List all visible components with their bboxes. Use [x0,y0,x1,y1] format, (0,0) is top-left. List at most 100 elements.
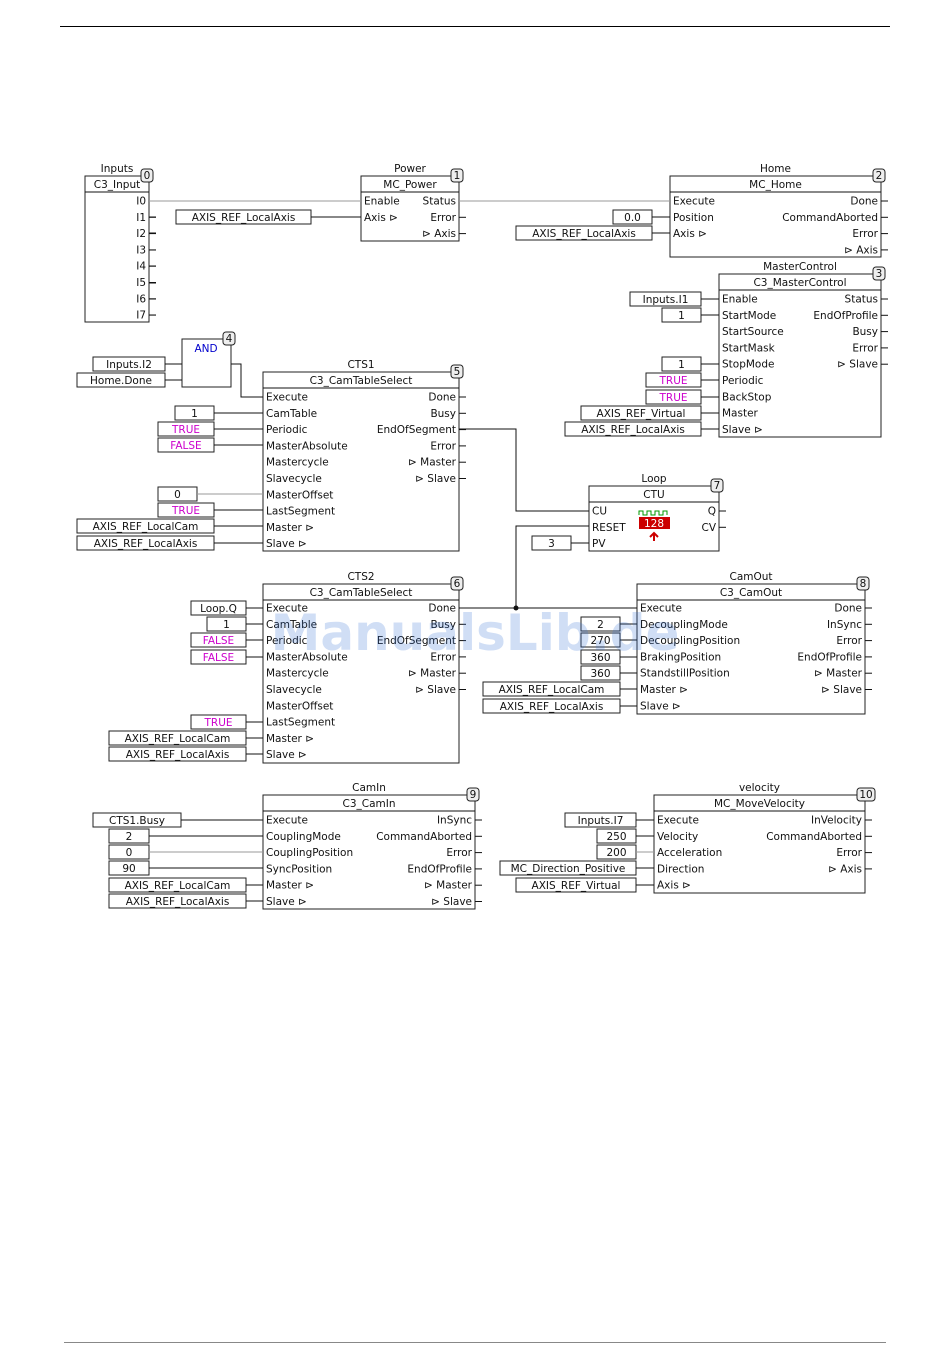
output-pin-label: InSync [827,619,862,631]
variable-name: Loop.Q [200,603,237,615]
variable-name: 1 [223,619,230,631]
variable-box[interactable]: 1 [661,356,719,372]
output-pin-label: Error [446,847,472,859]
input-pin-label: Slavecycle [266,473,322,485]
counter-value-box [639,517,670,529]
function-block-c3_mastercontrol[interactable]: MasterControlC3_MasterControl3EnableStar… [718,261,888,438]
variable-box[interactable]: 1 [661,307,719,323]
variable-box[interactable]: AXIS_REF_LocalAxis [108,893,263,909]
variable-box[interactable]: AXIS_REF_LocalAxis [108,746,263,762]
junction-dot [513,605,519,611]
variable-box[interactable]: 3 [531,535,589,551]
variable-box[interactable]: AXIS_REF_LocalAxis [175,209,361,225]
block-instance-name: CamOut [729,571,772,583]
variable-box[interactable]: 2 [108,828,263,844]
variable-box[interactable]: 360 [580,649,637,665]
block-type-name: MC_MoveVelocity [714,798,805,810]
variable-box[interactable]: 0 [157,486,263,502]
bottom-rule [64,1342,886,1343]
boolean-literal: FALSE [203,652,234,664]
boolean-literal: TRUE [171,424,200,436]
variable-box[interactable]: AXIS_REF_Virtual [580,405,719,421]
function-block-c3_camin[interactable]: CamInC3_CamIn9ExecuteCouplingModeCouplin… [262,782,482,910]
block-instance-name: CTS2 [347,571,374,583]
output-pin-label: I7 [136,310,146,322]
variable-box[interactable]: Inputs.I7 [564,812,654,828]
variable-box[interactable]: TRUE [157,502,263,518]
input-pin-label: Periodic [266,635,308,647]
variable-box[interactable]: 1 [206,616,263,632]
function-block-c3_camtableselect[interactable]: CTS1C3_CamTableSelect5ExecuteCamTablePer… [262,359,466,552]
variable-box[interactable]: TRUE [157,421,263,437]
block-frame [718,273,882,438]
output-pin-label: Error [430,212,456,224]
variable-box[interactable]: AXIS_REF_LocalAxis [515,225,670,241]
variable-box[interactable]: Inputs.I1 [629,291,719,307]
variable-box[interactable]: AXIS_REF_LocalAxis [564,421,719,437]
function-block-mc_movevelocity[interactable]: velocityMC_MoveVelocity10ExecuteVelocity… [653,782,876,894]
variable-box[interactable]: MC_Direction_Positive [499,860,654,876]
variable-box[interactable]: AXIS_REF_LocalAxis [76,535,263,551]
variable-box[interactable]: AXIS_REF_LocalAxis [482,698,637,714]
pulse-wave-icon [638,510,668,516]
output-pin-label: Done [428,392,456,404]
variable-box[interactable]: AXIS_REF_LocalCam [76,518,263,534]
variable-box[interactable]: 360 [580,665,637,681]
variable-box[interactable]: AXIS_REF_Virtual [515,877,654,893]
variable-box[interactable]: 0.0 [612,209,670,225]
variable-box[interactable]: AXIS_REF_LocalCam [108,877,263,893]
counter-value: 128 [644,518,664,530]
input-pin-label: StandstillPosition [640,668,730,680]
variable-box[interactable]: AXIS_REF_LocalCam [108,730,263,746]
function-block-c3_camout[interactable]: CamOutC3_CamOut8ExecuteDecouplingModeDec… [636,571,872,715]
variable-name: 0 [174,489,181,501]
variable-box[interactable]: CTS1.Busy [92,812,263,828]
variable-box[interactable]: 2 [580,616,637,632]
output-pin-label: Status [423,196,456,208]
variable-box[interactable]: Loop.Q [190,600,263,616]
block-instance-name: Loop [641,473,667,485]
variable-box[interactable]: Inputs.I2 [92,356,182,372]
function-block-c3_camtableselect[interactable]: CTS2C3_CamTableSelect6ExecuteCamTablePer… [262,571,466,764]
variable-box[interactable]: AXIS_REF_LocalCam [482,681,637,697]
variable-box[interactable]: TRUE [645,372,719,388]
output-pin-label: EndOfProfile [797,651,862,663]
input-pin-label: StopMode [722,359,774,371]
variable-name: AXIS_REF_LocalCam [93,521,199,533]
variable-name: AXIS_REF_LocalAxis [500,701,604,713]
variable-box[interactable]: FALSE [190,632,263,648]
variable-name: AXIS_REF_LocalAxis [126,896,230,908]
input-pin-label: Master ⊳ [266,733,314,745]
variable-box[interactable]: 200 [596,844,654,860]
block-number-badge [450,168,464,183]
variable-box[interactable]: Home.Done [76,372,182,388]
variable-box[interactable]: TRUE [190,714,263,730]
variable-name: 3 [548,538,555,550]
block-frame [181,338,232,388]
variable-box[interactable]: 0 [108,844,263,860]
variable-box[interactable]: FALSE [190,649,263,665]
block-instance-name: MasterControl [763,261,837,273]
variable-box[interactable]: 250 [596,828,654,844]
variable-name: 1 [678,310,685,322]
block-number-badge [222,331,236,346]
input-pin-label: Master ⊳ [640,684,688,696]
variable-box[interactable]: 90 [108,860,263,876]
counter-display: 128 [638,510,670,541]
variable-box[interactable]: TRUE [645,389,719,405]
variable-name: 0.0 [624,212,641,224]
input-pin-label: StartMask [722,342,776,354]
input-pin-label: LastSegment [266,506,335,518]
connection-wire [149,216,156,316]
output-pin-label: Done [428,603,456,615]
output-pin-label: Busy [430,408,456,420]
input-pin-label: MasterAbsolute [266,440,348,452]
variable-box[interactable]: 270 [580,632,637,648]
variable-box[interactable]: FALSE [157,437,263,453]
variable-box[interactable]: 1 [174,405,263,421]
